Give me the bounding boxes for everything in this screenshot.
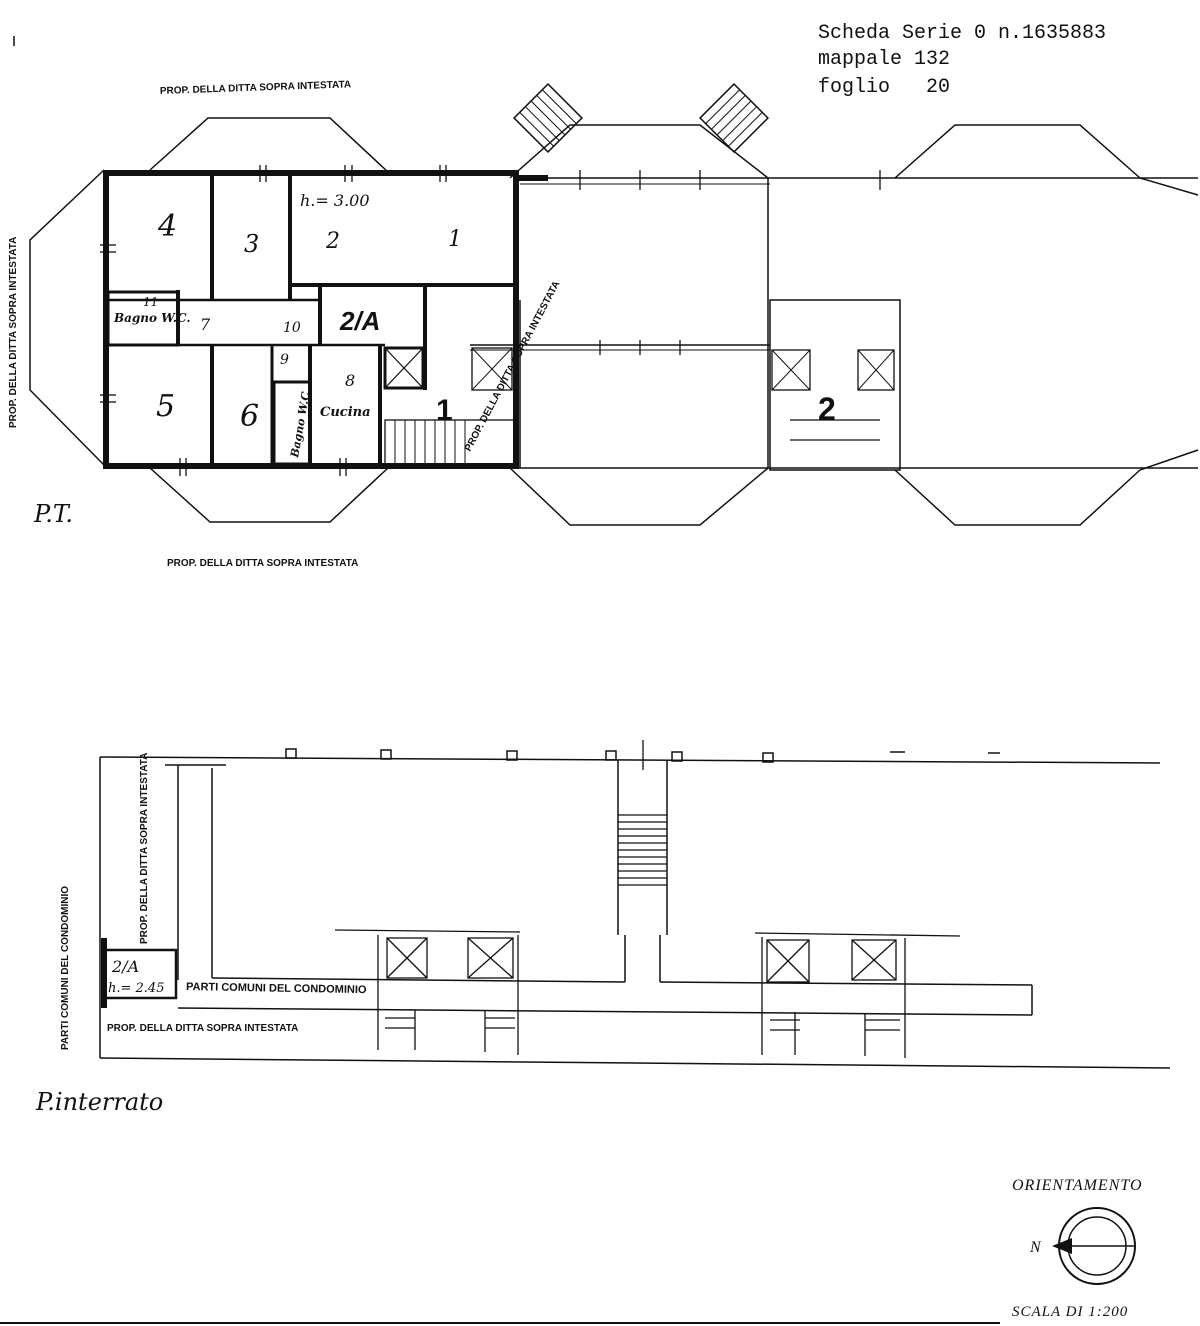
room-5: 5 [156, 389, 175, 424]
prop-label-top: PROP. DELLA DITTA SOPRA INTESTATA [160, 79, 352, 97]
balcony-left [512, 82, 584, 154]
header-mappale: mappale 132 [818, 48, 950, 71]
basement-lift-group-right [754, 932, 961, 1058]
lift-left-b-x2 [471, 347, 513, 391]
basement-labels: PROP. DELLA DITTA SOPRA INTESTATA PARTI … [35, 753, 367, 1116]
prop-label-diagonal: PROP. DELLA DITTA SOPRA INTESTATA [463, 279, 563, 453]
lift-right-b-x2 [857, 349, 895, 391]
bay-outline-bottom-left [149, 467, 389, 523]
compass-north-letter: N [1029, 1239, 1042, 1256]
height-note-ground: h.= 3.00 [300, 191, 370, 210]
basement-parti-vertical: PARTI COMUNI DEL CONDOMINIO [60, 886, 71, 1050]
unit-label-ground: 2/A [339, 306, 380, 336]
ground-floor-plan [29, 82, 1199, 526]
header-foglio: foglio 20 [818, 76, 950, 99]
room-1: 1 [448, 227, 462, 252]
lift-left [383, 346, 425, 390]
floor-label-interrato: P.interrato [35, 1088, 163, 1116]
room-2: 2 [325, 229, 340, 254]
header-scheda: Scheda Serie 0 n.1635883 [818, 22, 1106, 45]
basement-top-line [99, 756, 1161, 764]
room-8: 8 [345, 371, 355, 390]
basement-prop-horizontal: PROP. DELLA DITTA SOPRA INTESTATA [107, 1023, 298, 1034]
basement-plan [99, 740, 1171, 1069]
floor-label-pt: P.T. [33, 500, 73, 528]
room-3: 3 [244, 230, 259, 258]
prop-label-bottom: PROP. DELLA DITTA SOPRA INTESTATA [167, 558, 358, 569]
balcony-right [698, 82, 770, 154]
basement-stair-treads [618, 814, 667, 886]
basement-prop-vertical: PROP. DELLA DITTA SOPRA INTESTATA [139, 753, 150, 944]
window-ticks [100, 165, 881, 476]
right-end-outline-bottom [1139, 449, 1199, 471]
room-9: 9 [280, 352, 289, 368]
bagno-wc-label: Bagno W.C. [113, 311, 191, 325]
basement-corridor-top [211, 977, 626, 983]
cucina-label: Cucina [320, 405, 371, 420]
ground-floor-labels: PROP. DELLA DITTA SOPRA INTESTATA PROP. … [8, 79, 836, 569]
bay-outline-bottom-right [894, 469, 1141, 526]
bay-outline-left [29, 169, 105, 466]
lift-left-b [471, 347, 513, 391]
room-6: 6 [240, 399, 259, 434]
basement-height-note: h.= 2.45 [108, 981, 164, 996]
room-11: 11 [143, 295, 158, 309]
orientation-title: ORIENTAMENTO [1012, 1177, 1143, 1194]
basement-corridor-top-2 [659, 981, 1033, 986]
header-block: Scheda Serie 0 n.1635883 mappale 132 fog… [818, 22, 1106, 99]
basement-unit-label: 2/A [111, 957, 139, 976]
orientation-block: ORIENTAMENTO N SCALA DI 1:200 [1012, 1177, 1143, 1320]
lift-right-a-x2 [771, 349, 811, 391]
lift-right-b [857, 349, 895, 391]
basement-window-boxes [285, 748, 1000, 763]
compass-north-arrow [1052, 1238, 1072, 1254]
prop-label-left: PROP. DELLA DITTA SOPRA INTESTATA [8, 237, 19, 428]
basement-bottom-line [99, 1057, 1171, 1069]
room-7: 7 [200, 315, 211, 334]
bagno-wc-2-box [272, 380, 312, 466]
bay-outline-top-left [149, 117, 389, 173]
stair-number-1: 1 [436, 394, 453, 427]
right-end-outline [1139, 177, 1199, 196]
lift-right-a [771, 349, 811, 391]
bay-outline-top-right [894, 124, 1141, 179]
stair-flight-left [384, 419, 516, 465]
stair-block-right [769, 299, 901, 471]
basement-corridor-bottom [177, 1007, 1033, 1016]
scale-label: SCALA DI 1:200 [1012, 1304, 1128, 1320]
room-10: 10 [283, 320, 301, 336]
stair-number-2: 2 [818, 391, 836, 427]
bay-outline-bottom-mid [509, 467, 769, 526]
room-4: 4 [157, 209, 177, 244]
bagno-wc-box [106, 290, 180, 347]
basement-lift-group-left [334, 929, 521, 1055]
lift-left-x2 [384, 347, 424, 389]
basement-parti-horizontal: PARTI COMUNI DEL CONDOMINIO [186, 981, 367, 996]
